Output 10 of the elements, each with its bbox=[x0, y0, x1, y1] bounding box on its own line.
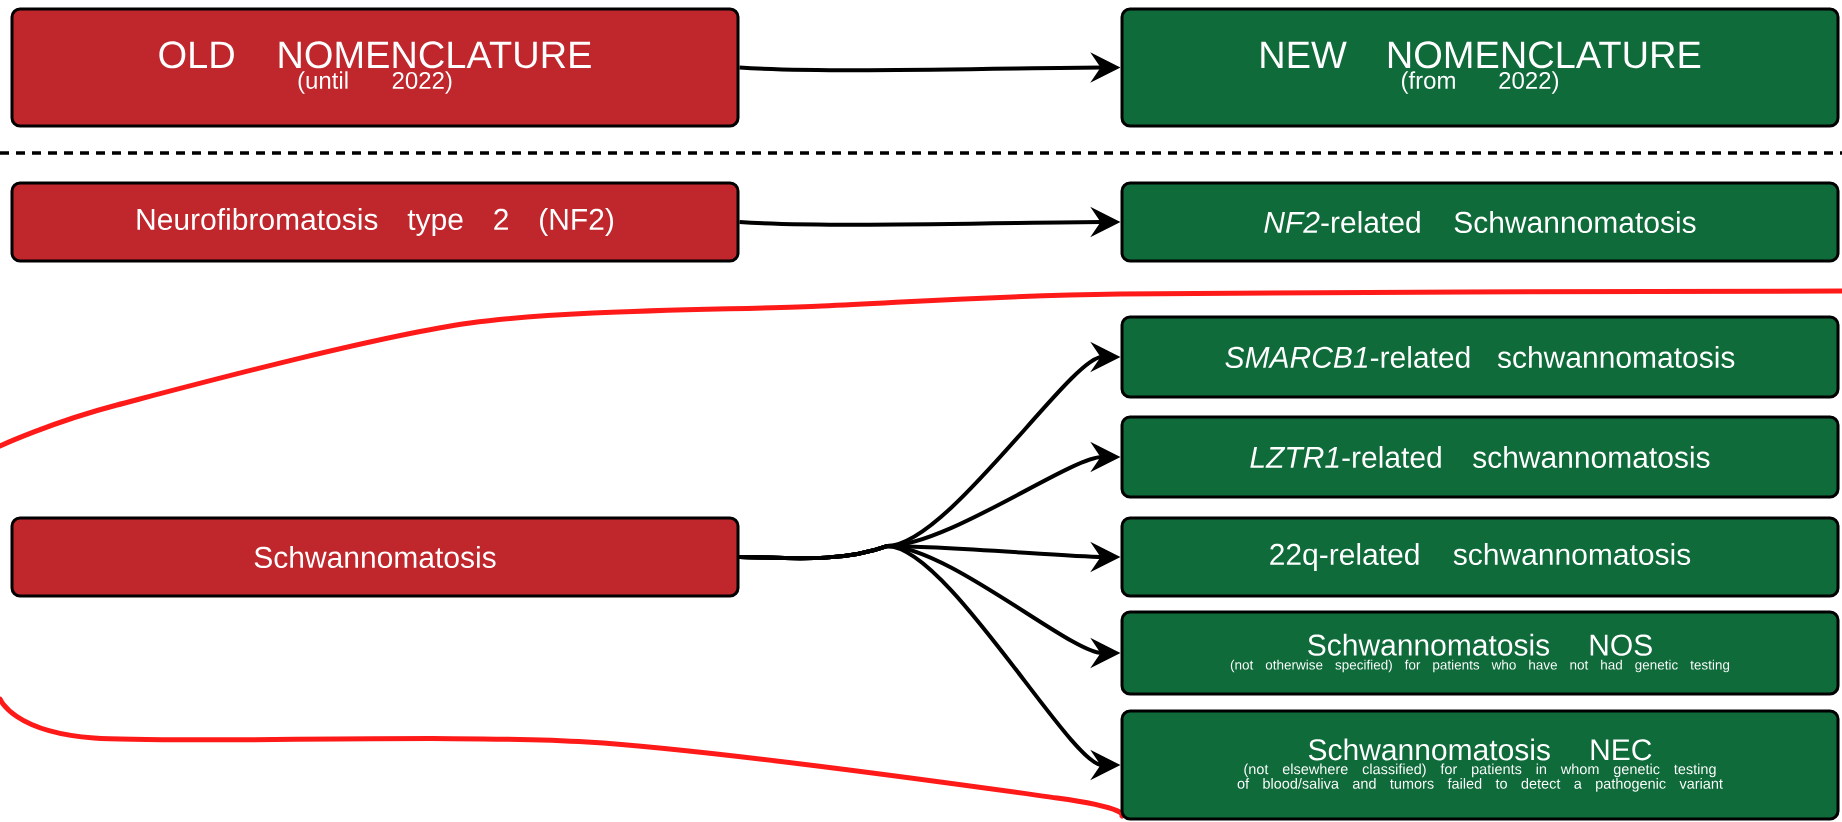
term-box: Schwannomatosis NEC (not elsewhere classified) for patients in whom genetic testing of blood/saliva and tumors failed to detect a pathogenic variant bbox=[1120, 709, 1840, 821]
term-box: NF2-related Schwannomatosis bbox=[1120, 181, 1840, 263]
term-box: Schwannomatosis bbox=[10, 516, 740, 598]
heading-box: OLD NOMENCLATURE (until 2022) bbox=[10, 7, 740, 128]
term-box: Neurofibromatosis type 2 (NF2) bbox=[10, 181, 740, 263]
heading-box: NEW NOMENCLATURE (from 2022) bbox=[1120, 7, 1840, 128]
term-box: SMARCB1-related schwannomatosis bbox=[1120, 315, 1840, 399]
term-box: LZTR1-related schwannomatosis bbox=[1120, 415, 1840, 499]
term-box: 22q-related schwannomatosis bbox=[1120, 516, 1840, 598]
term-box: Schwannomatosis NOS (not otherwise specified) for patients who have not had genetic testing bbox=[1120, 610, 1840, 696]
